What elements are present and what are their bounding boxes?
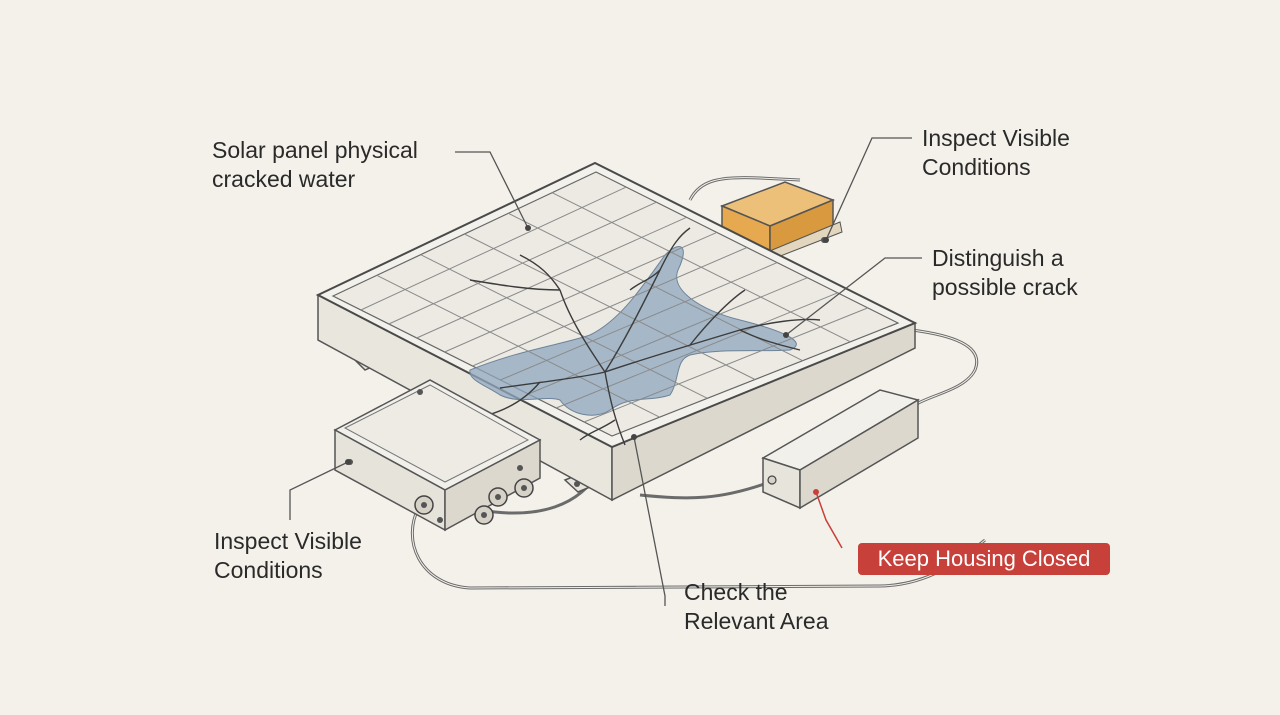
panel-cell-line [500, 262, 778, 381]
junction-box [333, 379, 542, 532]
orange-box [719, 181, 843, 263]
panel-cell-line [556, 292, 838, 409]
panel-cell-line [360, 186, 627, 311]
callout-top-right-line1: Inspect Visible [922, 125, 1070, 151]
callout-top-right-line2: Conditions [922, 154, 1031, 180]
callout-right-line2: possible crack [932, 274, 1078, 300]
leader-lines [289, 137, 922, 606]
callout-bottom-left-line2: Conditions [214, 557, 323, 583]
callout-right-line1: Distinguish a [932, 245, 1064, 271]
callout-top-left-line1: Solar panel physical [212, 137, 418, 163]
callout-bottom-left-line1: Inspect Visible [214, 528, 362, 554]
callout-bottom-center-line2: Relevant Area [684, 608, 829, 634]
panel-cell-line [528, 277, 808, 395]
callout-top-left-line2: cracked water [212, 166, 356, 192]
callout-bottom-center: Check the Relevant Area [684, 578, 828, 636]
callout-top-right: Inspect Visible Conditions [922, 124, 1070, 182]
power-adapter [761, 389, 920, 510]
warning-badge: Keep Housing Closed [858, 543, 1110, 575]
callout-bottom-center-line1: Check the [684, 579, 788, 605]
callout-right: Distinguish a possible crack [932, 244, 1078, 302]
panel-cell-line [416, 216, 687, 339]
callout-bottom-left: Inspect Visible Conditions [214, 527, 362, 585]
panel-cell-line [472, 247, 748, 367]
panel-cell-line [444, 231, 718, 353]
callout-top-left: Solar panel physical cracked water [212, 136, 418, 194]
panel-cell-line [388, 201, 657, 325]
panel-cell-line [583, 307, 868, 423]
